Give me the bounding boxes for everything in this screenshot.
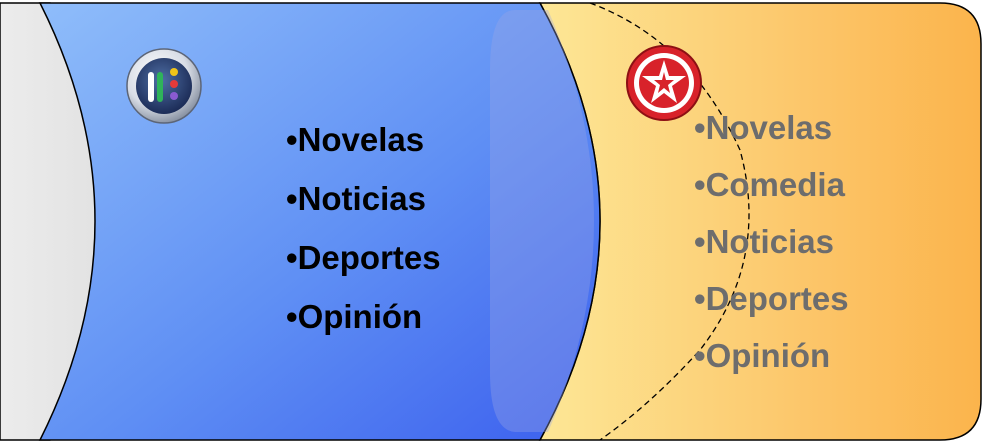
- list-item: Opinión: [694, 339, 849, 396]
- right-channel-genre-list: Novelas Comedia Noticias Deportes Opinió…: [694, 111, 849, 396]
- channel-logo-star-icon: [626, 45, 702, 121]
- list-item: Opinión: [286, 300, 441, 359]
- overlap-band: [490, 10, 594, 432]
- list-item: Novelas: [694, 111, 849, 168]
- list-item: Noticias: [694, 225, 849, 282]
- list-item: Deportes: [694, 282, 849, 339]
- list-item: Noticias: [286, 182, 441, 241]
- list-item: Novelas: [286, 123, 441, 182]
- list-item: Deportes: [286, 241, 441, 300]
- left-channel-genre-list: Novelas Noticias Deportes Opinión: [286, 123, 441, 359]
- channel-logo-bars-icon: [126, 48, 202, 124]
- list-item: Comedia: [694, 168, 849, 225]
